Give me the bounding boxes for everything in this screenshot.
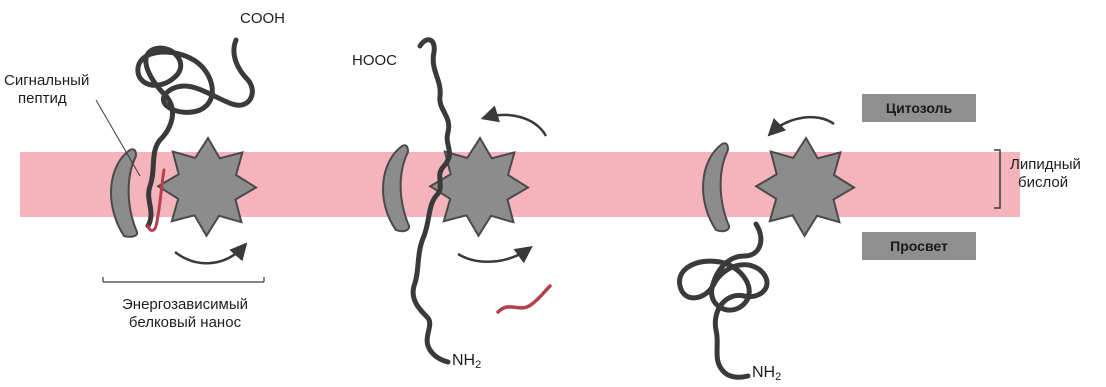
cooh-label: COOH <box>240 10 285 28</box>
stage-1 <box>96 40 264 282</box>
lipid-label-line1: Липидный <box>1010 156 1081 174</box>
nh2-label-stage3: NH2 <box>752 364 781 382</box>
nh2-sub: 2 <box>775 371 781 383</box>
energy-label-line2: белковый нанос <box>92 314 278 332</box>
energy-label-line1: Энергозависимый <box>92 296 278 314</box>
rotation-arrow-icon <box>770 117 834 134</box>
energy-bracket <box>103 277 264 282</box>
nh2-sub: 2 <box>475 359 481 371</box>
signal-peptide-label-line1: Сигнальный <box>4 72 89 90</box>
nh2-base: NH <box>452 352 475 369</box>
nh2-base: NH <box>752 364 775 381</box>
lumen-box: Просвет <box>862 232 976 260</box>
nh2-label-stage2: NH2 <box>452 352 481 370</box>
rotation-arrow-icon <box>175 245 245 263</box>
translocator-star-icon <box>430 138 528 236</box>
hooc-label: HOOC <box>352 52 397 70</box>
rotation-arrow-icon <box>458 248 530 262</box>
lipid-bilayer-label: Липидный бислой <box>1010 156 1081 192</box>
rotation-arrow-icon <box>484 115 546 136</box>
cytosol-box: Цитозоль <box>862 94 976 122</box>
signal-peptide-label: Сигнальный пептид <box>4 72 89 108</box>
translocator-star-icon <box>756 138 854 236</box>
cleaved-signal-peptide <box>498 286 550 312</box>
energy-translocator-label: Энергозависимый белковый нанос <box>92 296 278 332</box>
lipid-label-line2: бислой <box>1010 174 1081 192</box>
translocator-star-icon <box>158 138 256 236</box>
polypeptide-chain-3 <box>680 224 767 377</box>
signal-peptide-label-line2: пептид <box>4 90 89 108</box>
